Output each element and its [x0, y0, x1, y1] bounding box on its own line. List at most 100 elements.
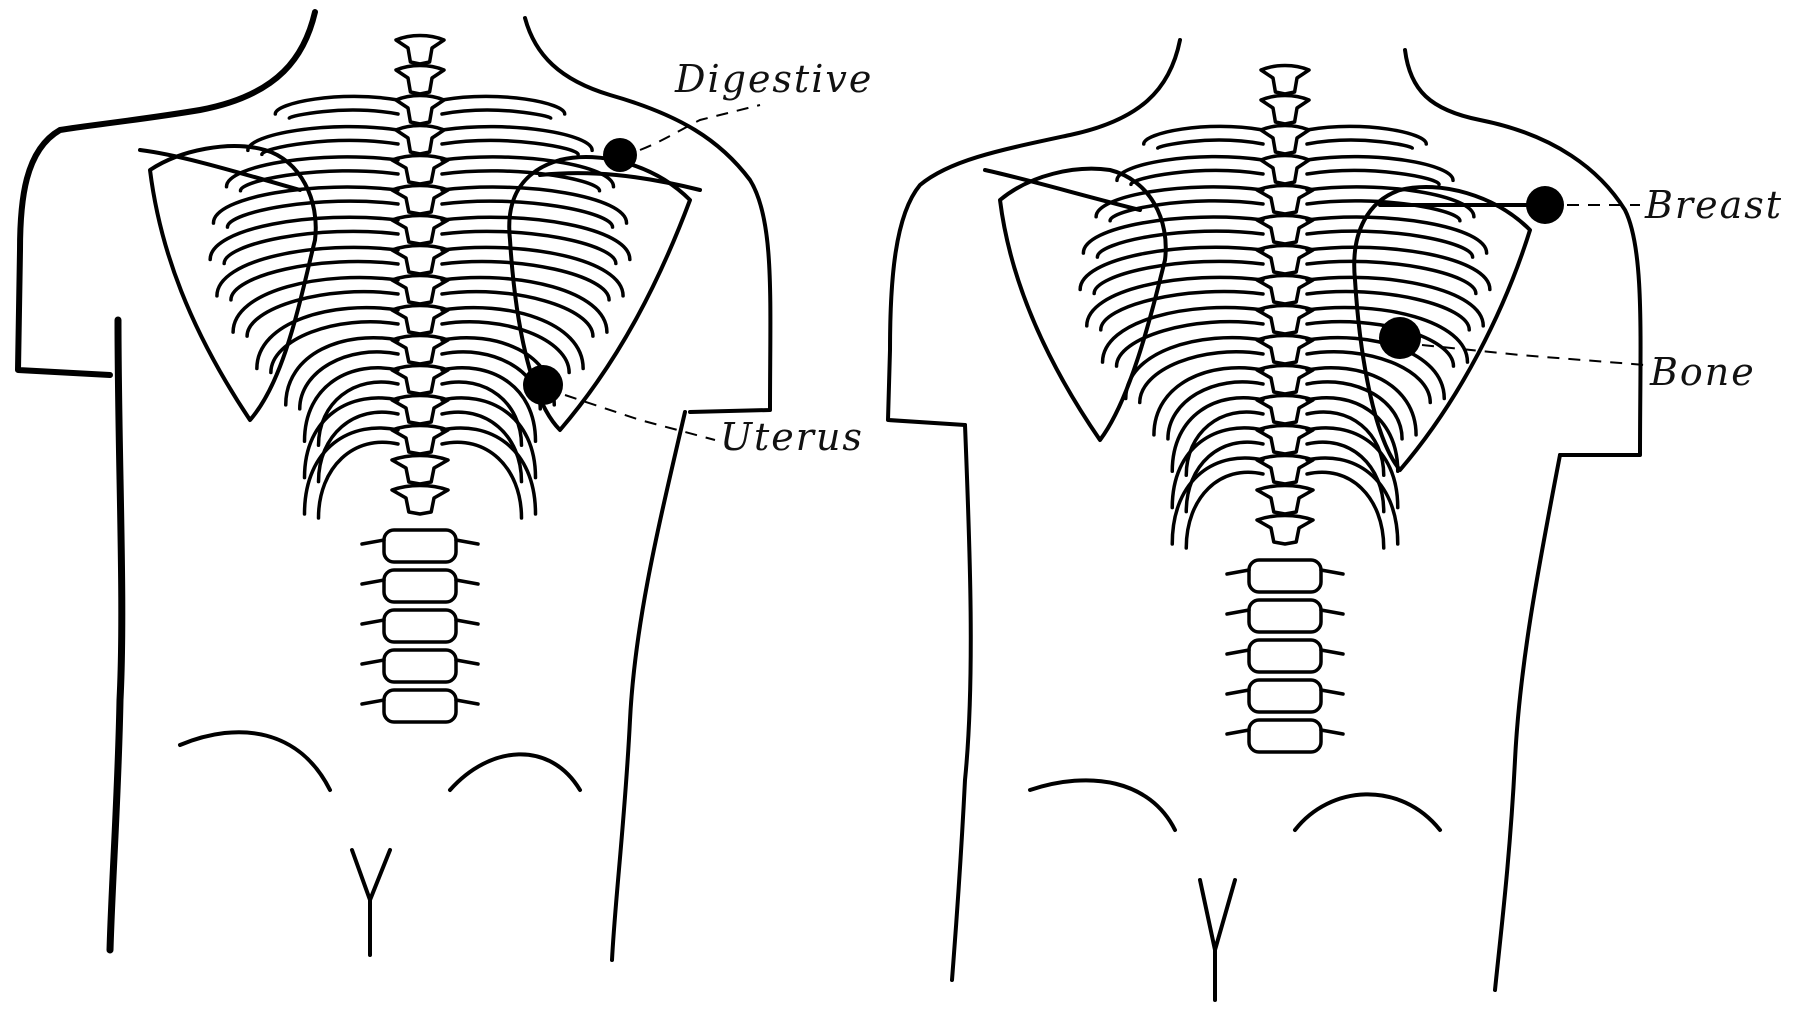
vertebra	[1257, 216, 1313, 245]
vertebra	[396, 96, 444, 125]
rib-line	[442, 110, 551, 118]
lumbar-vertebra	[384, 570, 456, 602]
lumbar-process	[362, 580, 478, 584]
vertebra	[392, 336, 448, 365]
vertebra	[1257, 336, 1313, 365]
rib-line	[442, 201, 613, 227]
rib-line	[248, 127, 398, 151]
rib-line	[1117, 157, 1263, 181]
lumbar-vertebra	[384, 530, 456, 562]
digestive-point	[603, 138, 637, 172]
lumbar-vertebra	[1249, 680, 1321, 712]
vertebra	[1257, 396, 1313, 425]
rib-line	[442, 247, 623, 295]
bone-point	[1379, 317, 1421, 359]
lumbar-process	[362, 620, 478, 624]
rib-line	[442, 127, 592, 151]
vertebra	[1261, 156, 1309, 185]
rib-line	[1097, 231, 1263, 257]
rib-line	[319, 442, 399, 518]
lumbar-vertebra	[384, 690, 456, 722]
vertebra	[1261, 126, 1309, 155]
rib-line	[271, 322, 398, 373]
rib-line	[1307, 472, 1384, 548]
rib-line	[1131, 171, 1263, 185]
vertebra	[392, 396, 448, 425]
lumbar-process	[1227, 610, 1343, 614]
vertebra	[396, 36, 444, 65]
vertebra	[1257, 366, 1313, 395]
left-back-figure: Digestive Uterus	[18, 12, 873, 960]
lumbar-vertebra	[384, 650, 456, 682]
vertebra	[396, 126, 444, 155]
left-figure-scapulae	[140, 146, 700, 430]
vertebra	[392, 276, 448, 305]
left-body-outline	[18, 12, 770, 960]
rib-line	[1140, 352, 1263, 403]
rib-line	[233, 277, 398, 332]
vertebra	[1257, 276, 1313, 305]
rib-line	[1087, 277, 1263, 325]
rib-line	[442, 217, 630, 259]
rib-line	[1080, 247, 1263, 289]
vertebra	[392, 246, 448, 275]
rib-line	[262, 141, 398, 155]
lumbar-process	[362, 700, 478, 704]
lumbar-vertebra	[384, 610, 456, 642]
lumbar-vertebra	[1249, 560, 1321, 592]
vertebra	[392, 366, 448, 395]
vertebra	[392, 186, 448, 215]
rib-line	[1103, 307, 1263, 362]
vertebra	[392, 156, 448, 185]
rib-line	[210, 217, 398, 259]
vertebra	[392, 486, 448, 515]
vertebra	[392, 426, 448, 455]
bone-label: Bone	[1649, 350, 1756, 394]
right-body-outline	[888, 40, 1641, 1000]
vertebra	[392, 306, 448, 335]
left-figure-spine	[362, 36, 478, 723]
vertebra	[396, 66, 444, 95]
right-back-figure: Breast Bone	[888, 40, 1783, 1000]
rib-line	[442, 277, 607, 332]
rib-line	[1307, 231, 1473, 257]
vertebra	[1257, 186, 1313, 215]
lumbar-process	[1227, 730, 1343, 734]
rib-line	[442, 141, 578, 155]
vertebra	[1261, 66, 1309, 95]
vertebra	[392, 216, 448, 245]
rib-line	[1186, 472, 1263, 548]
uterus-point	[523, 365, 563, 405]
lumbar-process	[362, 540, 478, 544]
lumbar-vertebra	[1249, 640, 1321, 672]
lumbar-process	[1227, 570, 1343, 574]
uterus-label: Uterus	[720, 415, 864, 459]
uterus-leader	[565, 395, 715, 440]
vertebra	[392, 456, 448, 485]
breast-marker: Breast	[1526, 183, 1783, 227]
digestive-label: Digestive	[674, 57, 873, 101]
vertebra	[1257, 456, 1313, 485]
rib-line	[442, 322, 569, 373]
rib-line	[1307, 247, 1490, 289]
vertebra	[1261, 96, 1309, 125]
lumbar-vertebra	[1249, 600, 1321, 632]
rib-line	[1158, 140, 1263, 148]
lumbar-process	[1227, 690, 1343, 694]
digestive-marker: Digestive	[603, 57, 873, 172]
vertebra	[1257, 246, 1313, 275]
vertebra	[1257, 306, 1313, 335]
lumbar-vertebra	[1249, 720, 1321, 752]
rib-line	[1307, 140, 1412, 148]
lumbar-process	[1227, 650, 1343, 654]
bone-marker: Bone	[1379, 317, 1756, 394]
right-figure-spine	[1227, 66, 1343, 753]
rib-line	[442, 442, 522, 518]
vertebra	[1257, 426, 1313, 455]
breast-point	[1526, 186, 1564, 224]
rib-line	[289, 110, 398, 118]
vertebra	[1257, 516, 1313, 545]
lumbar-process	[362, 660, 478, 664]
breast-label: Breast	[1644, 183, 1783, 227]
